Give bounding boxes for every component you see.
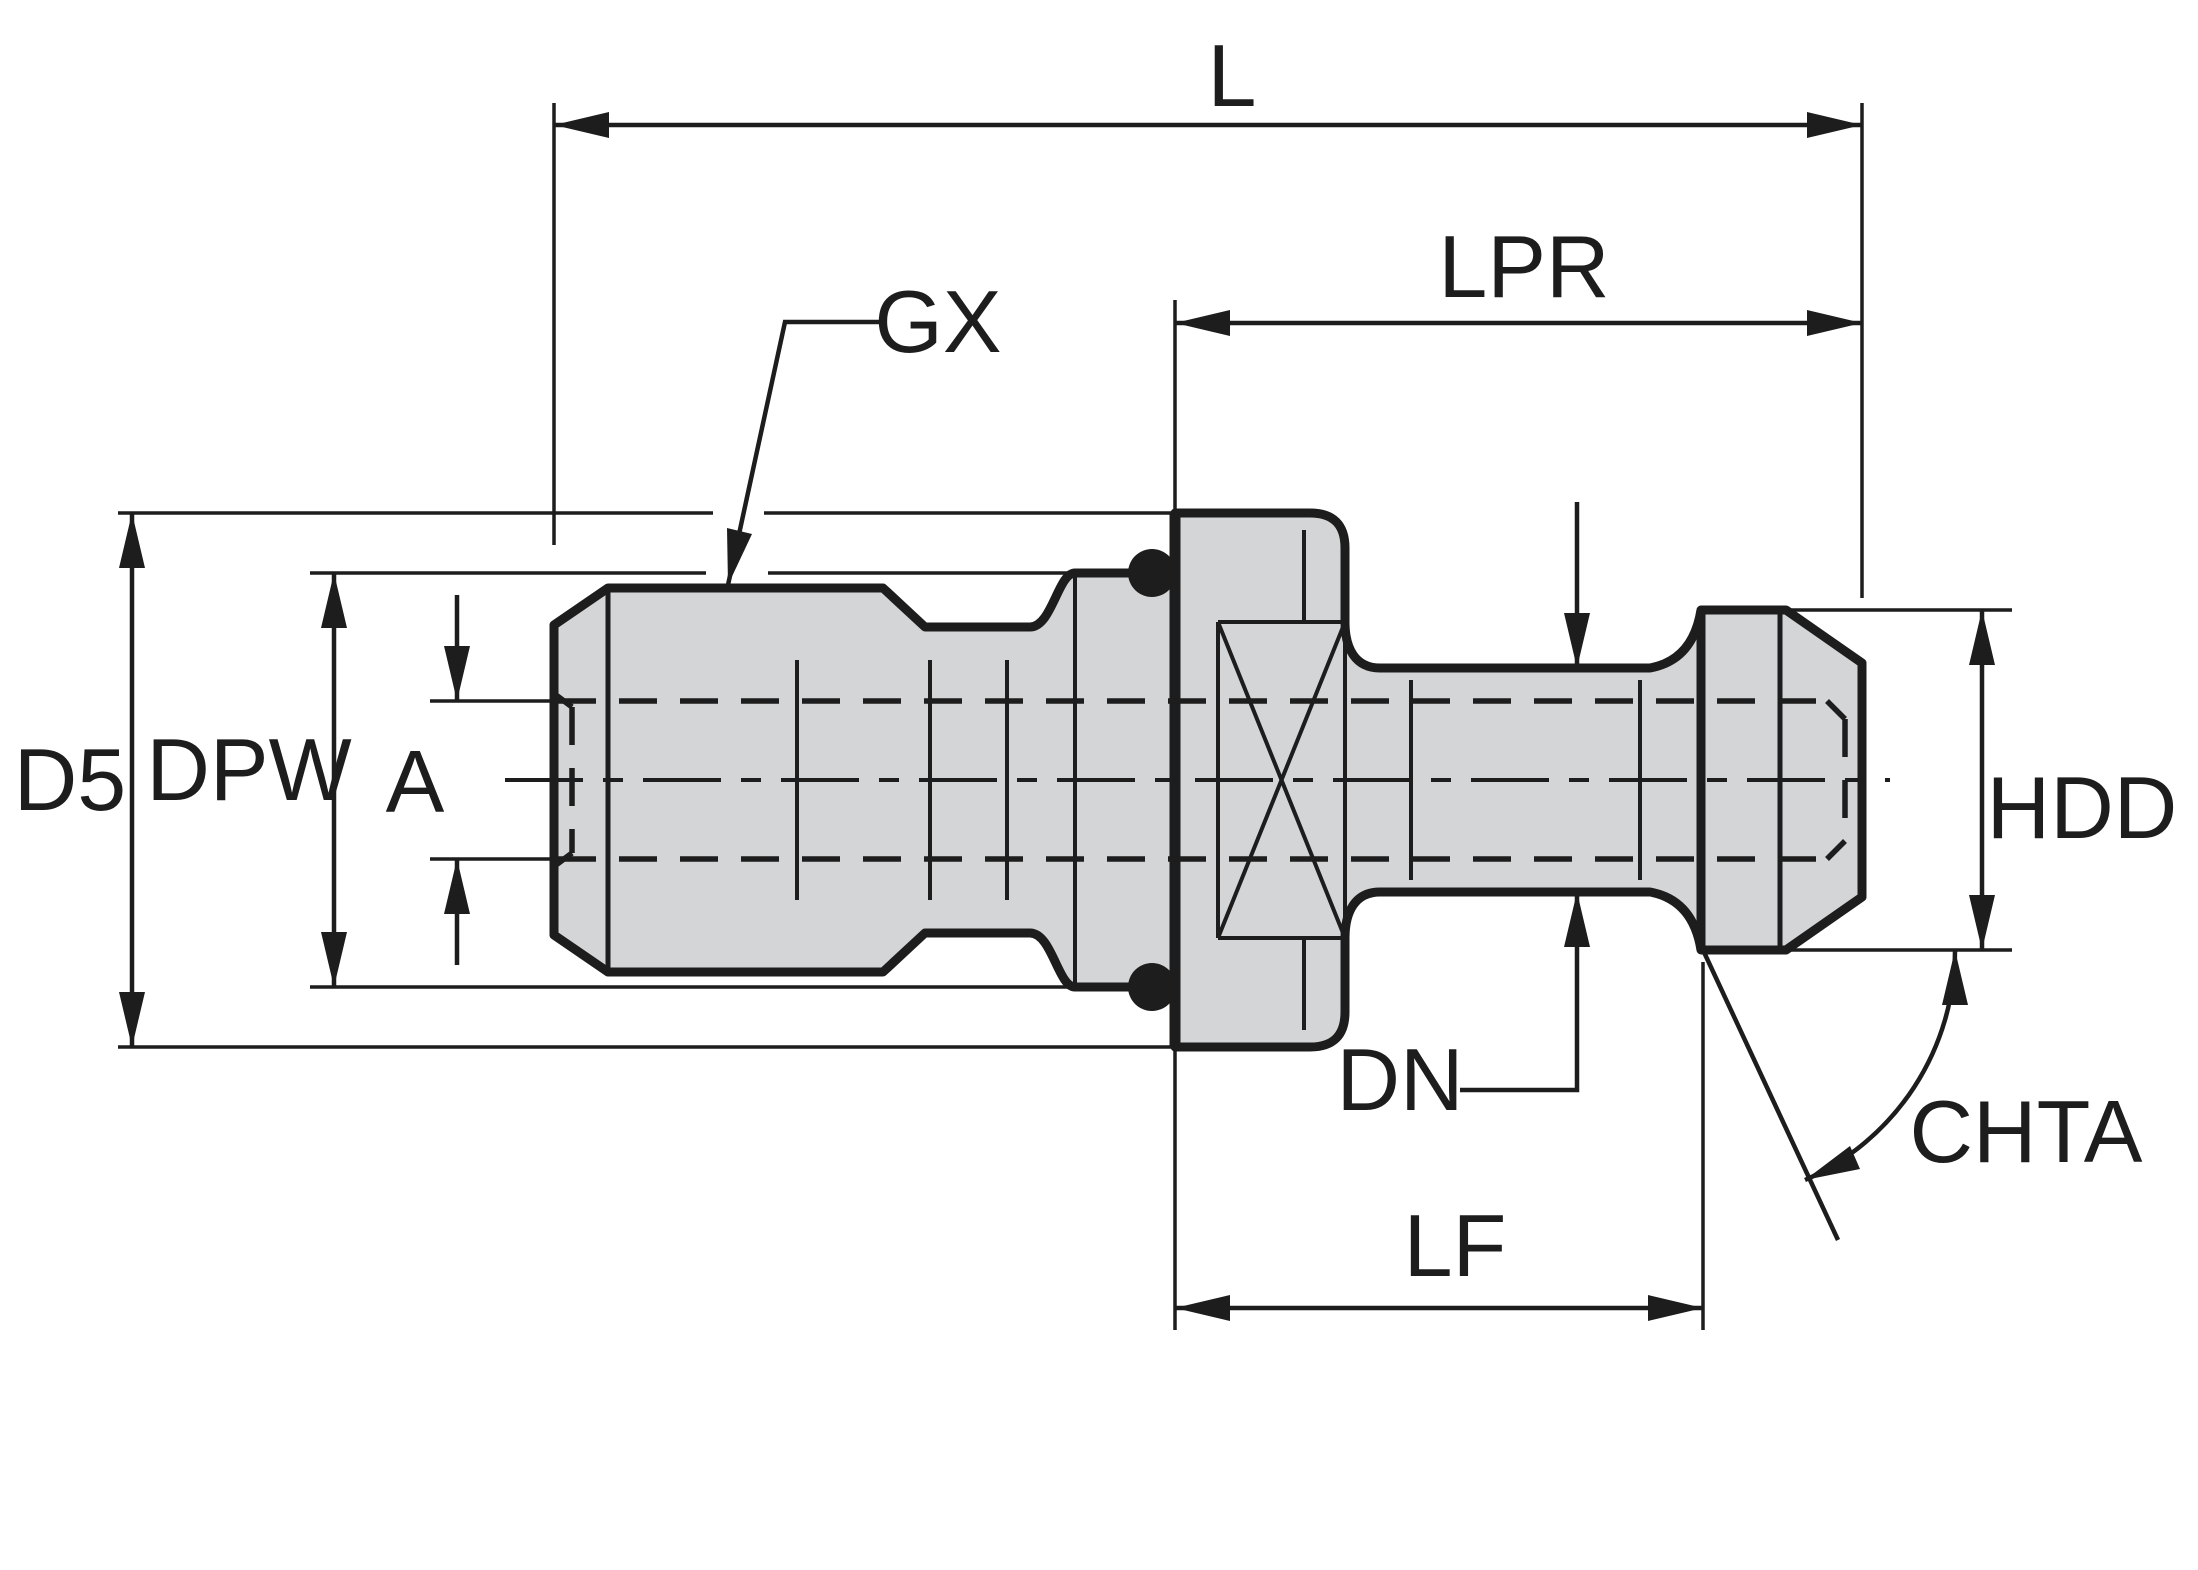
dimension-linework: [118, 103, 2012, 1330]
arrow-l-right: [1807, 112, 1862, 138]
arrow-d5-top: [119, 513, 145, 568]
arrow-d5-bottom: [119, 992, 145, 1047]
part-geometry: [505, 508, 1890, 1052]
arrow-dn-bottom: [1564, 892, 1590, 947]
arrow-hdd-bottom: [1969, 895, 1995, 950]
dim-line-dn-lower: [1460, 892, 1580, 1093]
dimension-labels: L LPR GX D5 DPW A HDD DN CHTA LF: [14, 26, 2178, 1295]
arrow-lf-right: [1648, 1295, 1703, 1321]
arrow-dn-top: [1564, 613, 1590, 668]
o-ring-icon: [1128, 549, 1176, 1011]
arrow-chta-lower: [1805, 1146, 1860, 1180]
hidden-bore-lines: [554, 692, 1848, 868]
label-projection-length: LPR: [1438, 217, 1609, 316]
label-neck-diameter: DN: [1336, 1030, 1463, 1129]
arrow-dpw-bottom: [321, 932, 347, 987]
o-ring-top-icon: [1128, 549, 1176, 597]
label-overall-length: L: [1208, 26, 1257, 125]
arrow-l-left: [554, 112, 609, 138]
label-pilot-diameter: DPW: [146, 720, 351, 819]
arrow-gx-leader: [727, 528, 752, 585]
arrow-a-top: [444, 646, 470, 701]
extension-lines: [118, 103, 2012, 1330]
arrowheads: [119, 112, 1995, 1321]
arrow-dpw-top: [321, 573, 347, 628]
o-ring-bottom-icon: [1128, 963, 1176, 1011]
label-flange-diameter: D5: [14, 730, 127, 829]
label-thread-callout: GX: [874, 272, 1001, 371]
label-bore-diameter: A: [386, 732, 445, 831]
arrow-a-bottom: [444, 859, 470, 914]
label-flange-to-head-length: LF: [1404, 1196, 1507, 1295]
leader-gx: [725, 319, 882, 586]
arrow-lf-left: [1175, 1295, 1230, 1321]
label-head-diameter: HDD: [1987, 758, 2178, 857]
arrow-chta-upper: [1942, 950, 1968, 1005]
arrow-lpr-right: [1807, 310, 1862, 336]
arrow-lpr-left: [1175, 310, 1230, 336]
label-chamfer-angle: CHTA: [1909, 1082, 2142, 1181]
arrow-hdd-top: [1969, 610, 1995, 665]
chta-chamfer-extension: [1700, 949, 1841, 1241]
